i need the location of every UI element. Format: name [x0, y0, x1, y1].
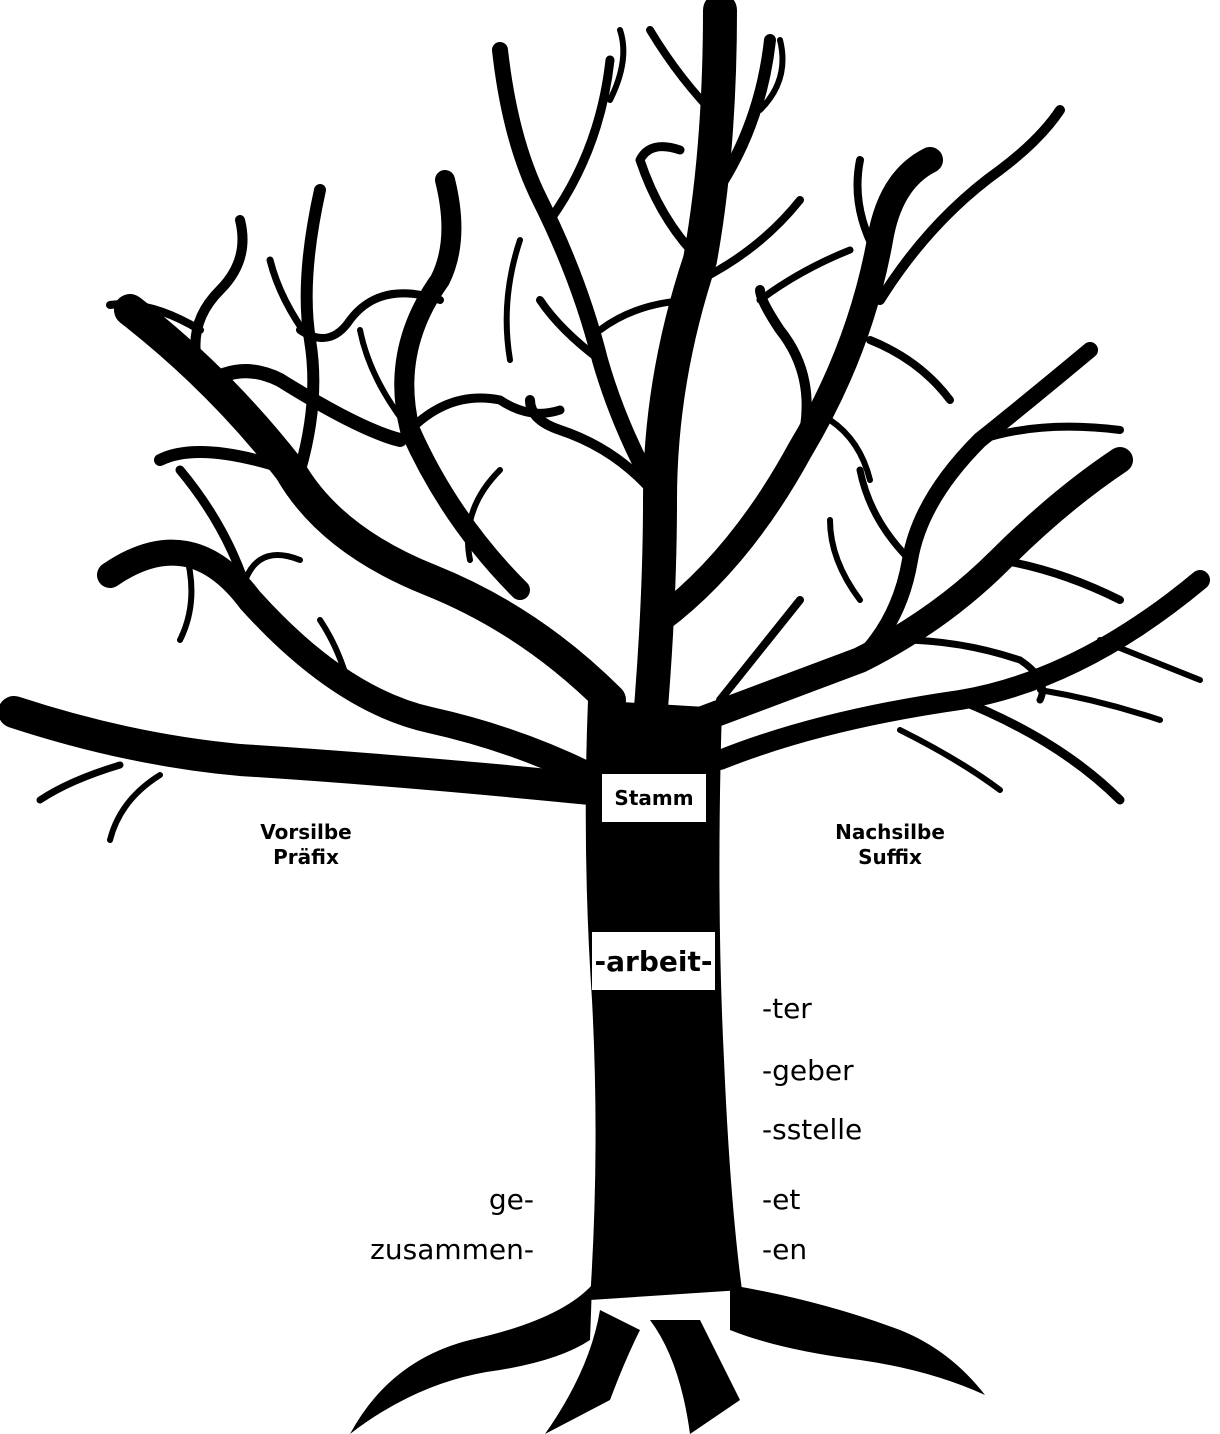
- suffix-item: -et: [762, 1183, 801, 1216]
- suffix-item: -ter: [762, 992, 812, 1025]
- suffix-item: -sstelle: [762, 1113, 863, 1146]
- prefix-heading-line-1: Vorsilbe: [260, 820, 352, 844]
- suffix-item: -geber: [762, 1054, 854, 1087]
- prefix-item: ge-: [488, 1183, 534, 1216]
- suffix-heading-line-2: Suffix: [858, 845, 922, 869]
- prefix-item: zusammen-: [370, 1233, 534, 1266]
- prefix-heading-line-2: Präfix: [273, 845, 339, 869]
- suffix-heading: Nachsilbe Suffix: [810, 820, 970, 870]
- prefix-heading: Vorsilbe Präfix: [226, 820, 386, 870]
- suffix-item: -en: [762, 1233, 808, 1266]
- suffix-heading-line-1: Nachsilbe: [835, 820, 945, 844]
- stem-label: Stamm: [602, 774, 706, 822]
- root-word: -arbeit-: [592, 932, 715, 990]
